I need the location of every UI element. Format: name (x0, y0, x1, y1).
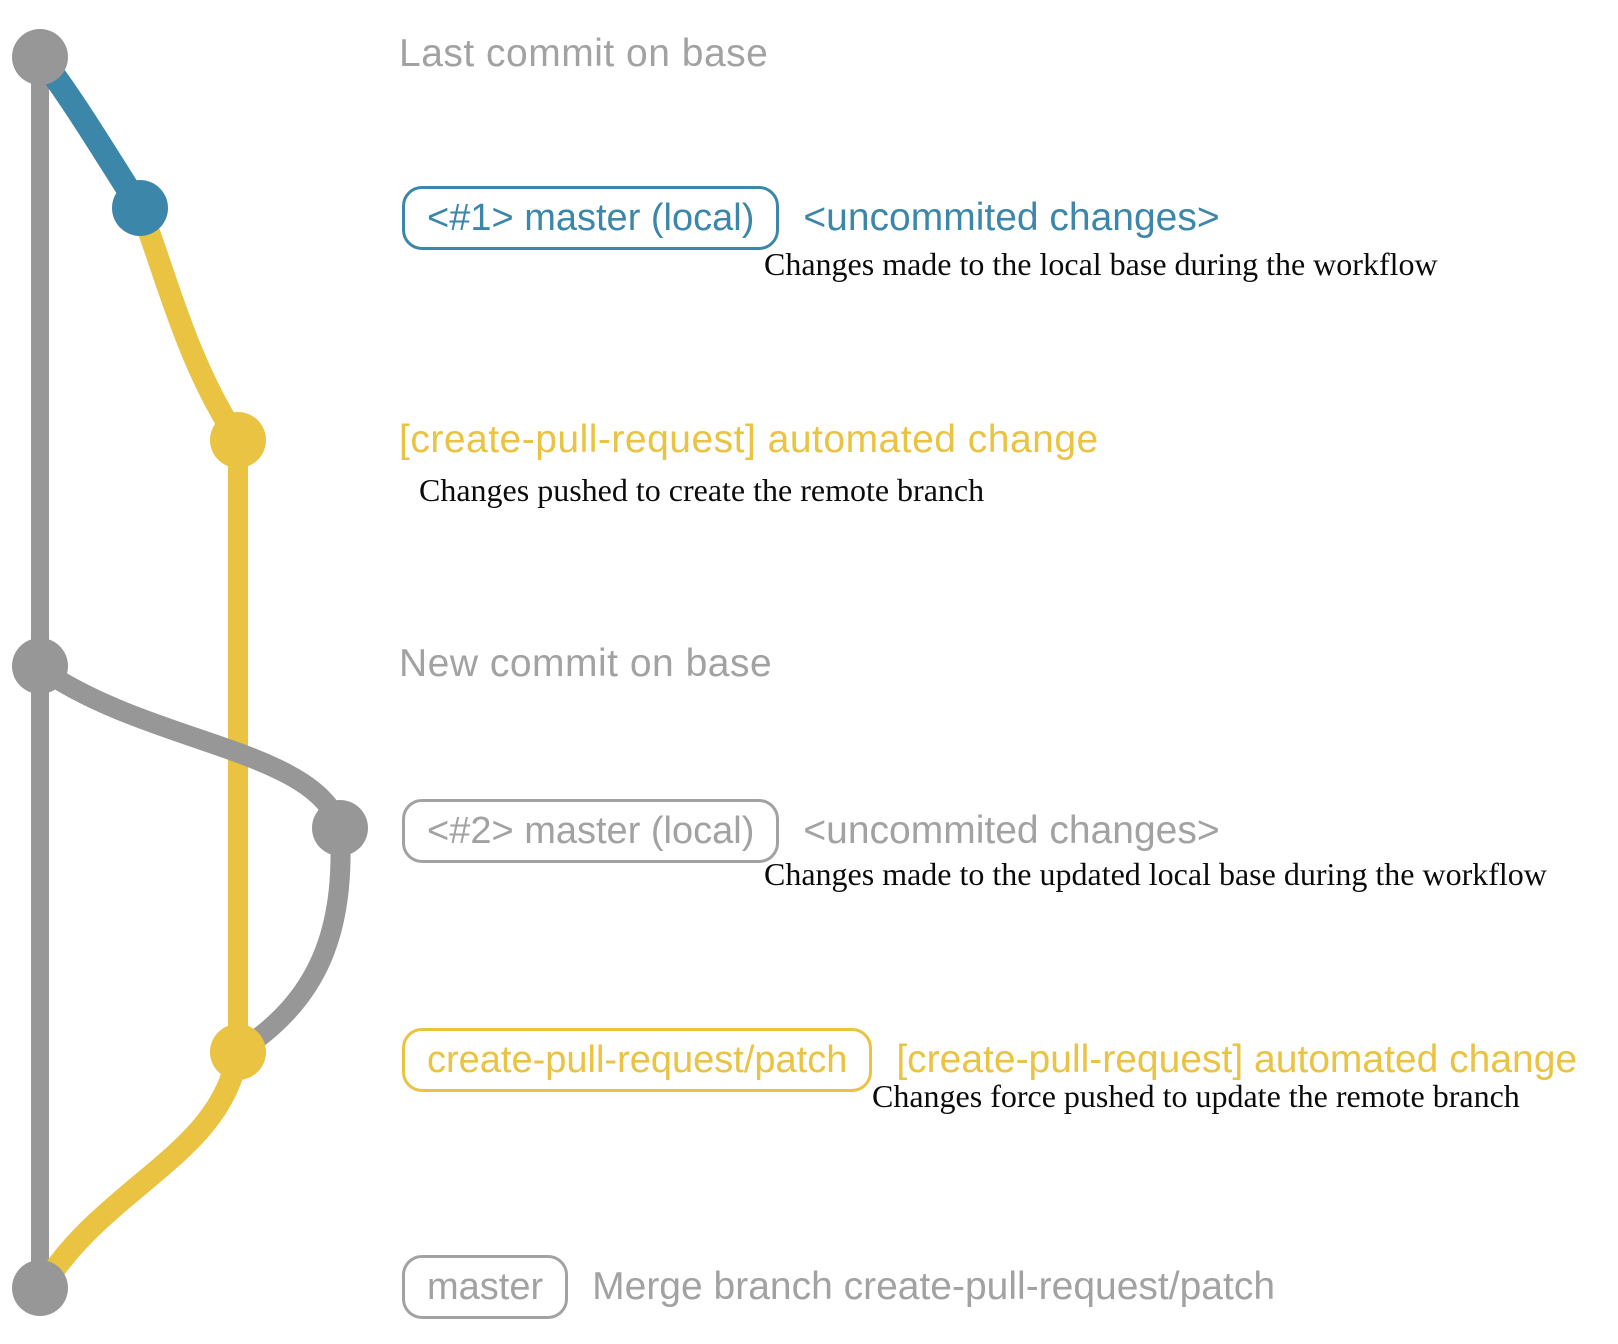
local-master-2-status: <uncommited changes> (803, 809, 1220, 852)
local-master-1-row: <#1> master (local) <uncommited changes> (402, 186, 1220, 250)
commit-node-local-2 (312, 800, 368, 856)
local-master-2-row: <#2> master (local) <uncommited changes> (402, 799, 1220, 863)
commit-node-last-base (12, 29, 68, 85)
patch-commit-2-description: Changes force pushed to update the remot… (872, 1078, 1520, 1114)
local-master-1-badge: <#1> master (local) (402, 186, 780, 250)
local-master-1-status: <uncommited changes> (803, 196, 1220, 239)
merge-row: master Merge branch create-pull-request/… (402, 1255, 1275, 1319)
local-master-1-description: Changes made to the local base during th… (764, 246, 1438, 282)
new-commit-heading: New commit on base (399, 642, 773, 685)
commit-node-new-base (12, 638, 68, 694)
edge-local-to-patch (129, 197, 249, 451)
local-master-2-description: Changes made to the updated local base d… (764, 856, 1547, 892)
patch-commit-1-description: Changes pushed to create the remote bran… (419, 472, 985, 508)
last-commit-heading: Last commit on base (399, 32, 769, 75)
commit-node-local-1 (112, 180, 168, 236)
edge-local2-to-patch (228, 818, 351, 1062)
edge-base-to-local2 (30, 658, 350, 838)
local-master-2-badge: <#2> master (local) (402, 799, 780, 863)
patch-commit-2-message: [create-pull-request] automated change (896, 1038, 1578, 1081)
master-badge: master (402, 1255, 569, 1319)
merge-commit-message: Merge branch create-pull-request/patch (592, 1265, 1276, 1308)
commit-node-patch-1 (210, 412, 266, 468)
edge-patch-merge-to-base (31, 1041, 249, 1299)
commit-node-patch-2 (210, 1024, 266, 1080)
patch-commit-1-message: [create-pull-request] automated change (399, 418, 1099, 461)
patch-branch-row: create-pull-request/patch [create-pull-r… (402, 1028, 1577, 1092)
commit-node-merge (12, 1260, 68, 1316)
patch-branch-badge: create-pull-request/patch (402, 1028, 873, 1092)
